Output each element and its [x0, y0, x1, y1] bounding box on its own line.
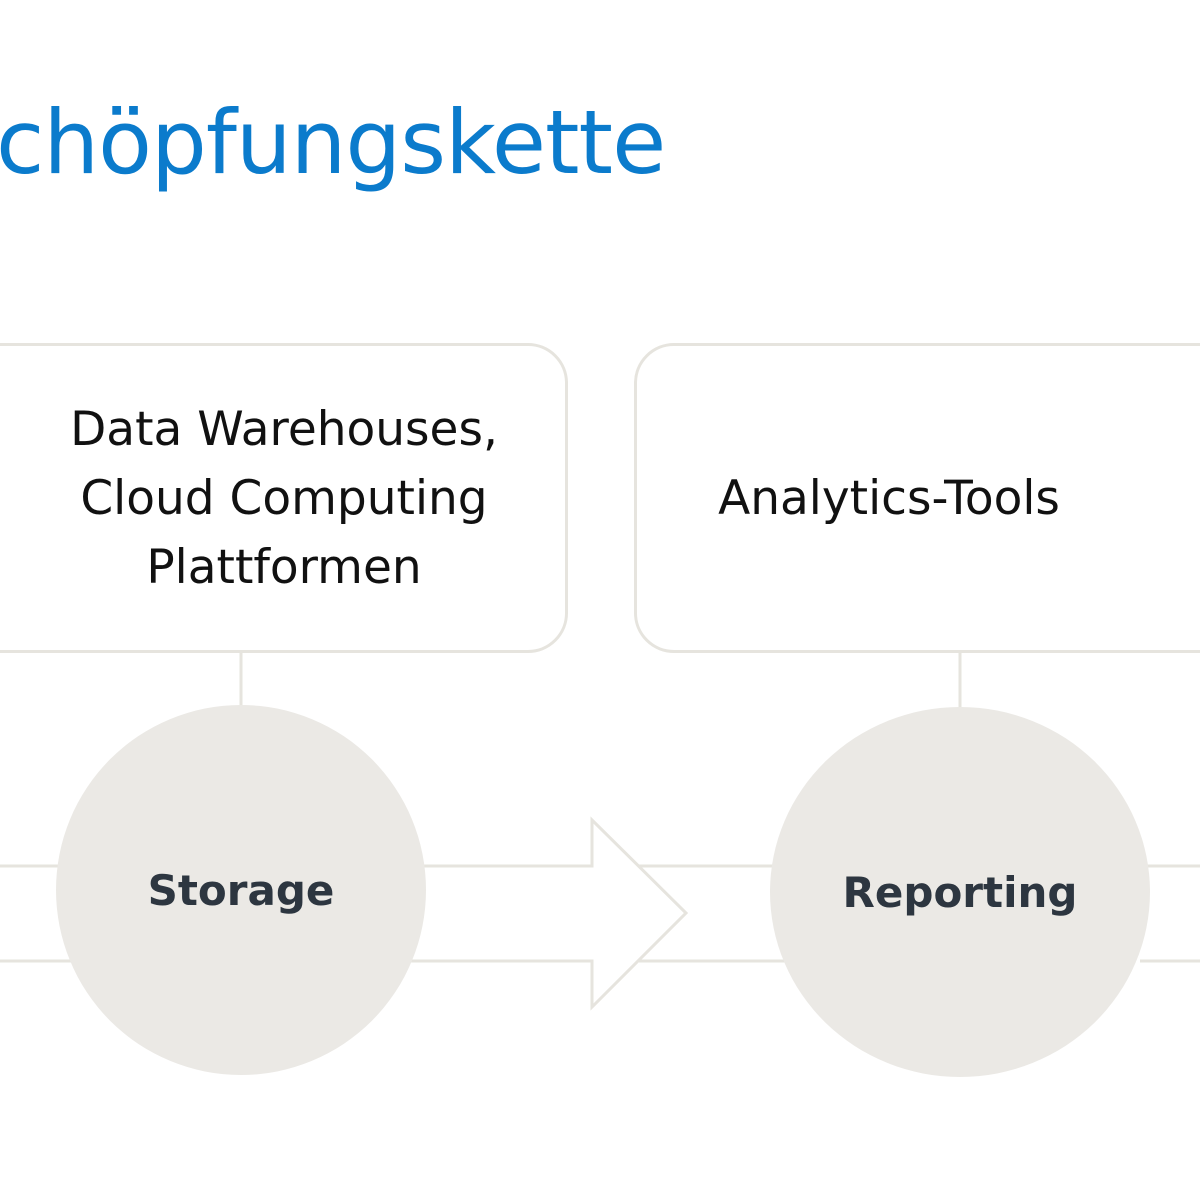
box-reporting-tools: Analytics-Tools [634, 343, 1200, 653]
stage-reporting-circle: Reporting [770, 707, 1150, 1077]
box-storage-tools-text: Data Warehouses, Cloud Computing Plattfo… [70, 401, 498, 595]
diagram-title: chöpfungskette [0, 91, 666, 194]
stage-reporting-label: Reporting [842, 867, 1078, 917]
box-reporting-tools-text: Analytics-Tools [718, 470, 1060, 526]
flow-arrow [408, 816, 689, 1011]
stage-storage-label: Storage [147, 865, 335, 915]
stage-storage-circle: Storage [56, 705, 426, 1075]
box-storage-tools: Data Warehouses, Cloud Computing Plattfo… [0, 343, 568, 653]
